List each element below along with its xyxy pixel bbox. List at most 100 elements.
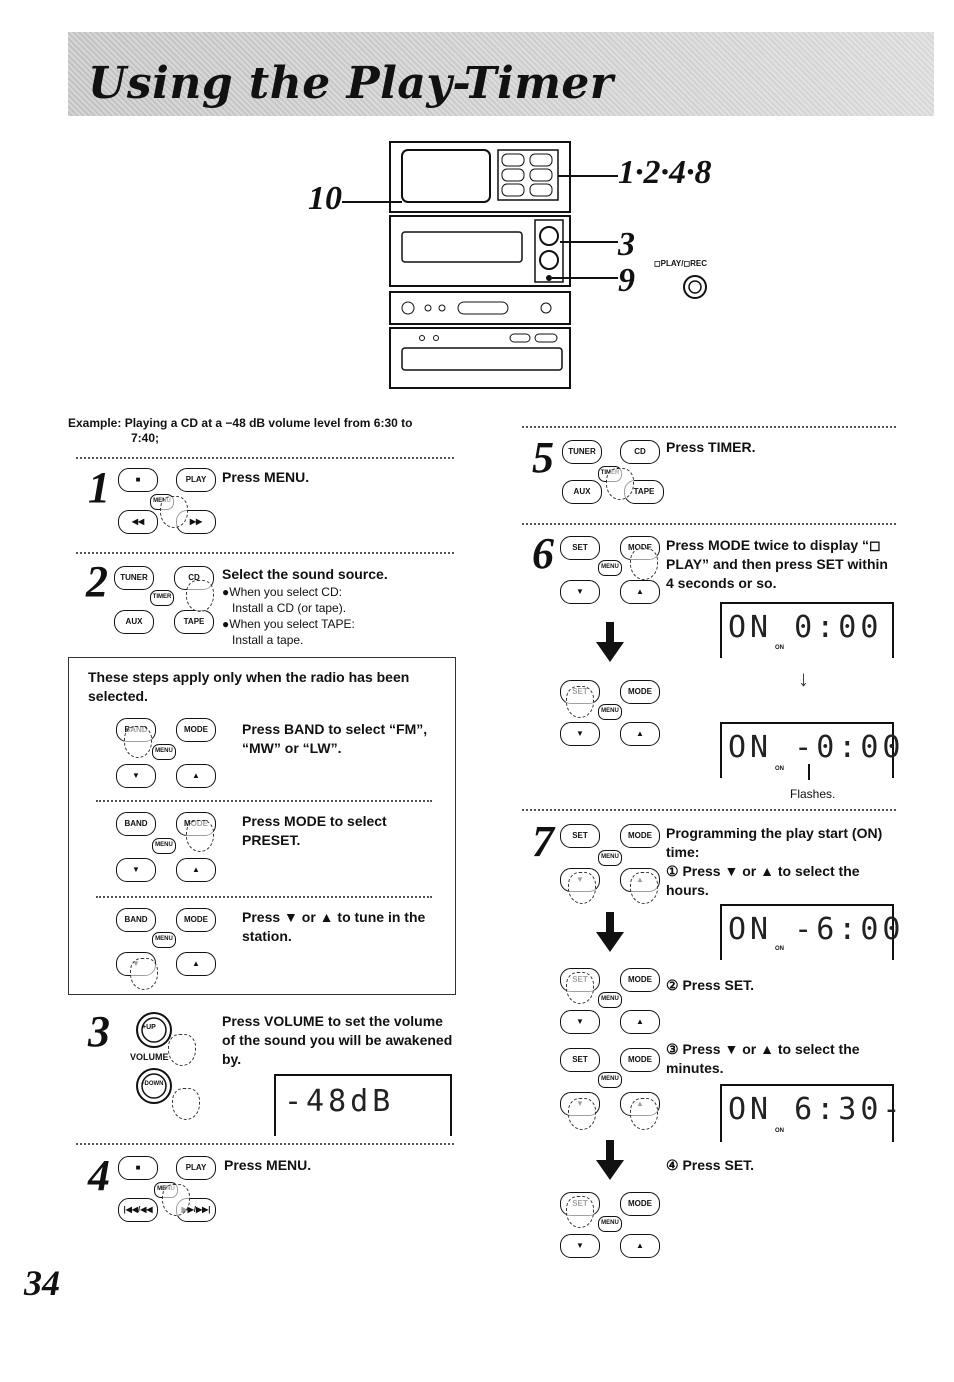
flashes-label: Flashes. — [790, 787, 836, 801]
down-button[interactable]: ▼ — [116, 858, 156, 882]
pressing-hand-icon — [568, 872, 596, 904]
pressing-hand-icon — [630, 872, 658, 904]
page-number: 34 — [24, 1263, 60, 1303]
menu-button[interactable]: MENU — [598, 850, 622, 866]
divider — [522, 426, 896, 428]
aux-button[interactable]: AUX — [562, 480, 602, 504]
down-button[interactable]: ▼ — [116, 764, 156, 788]
step-7-number: 7 — [532, 817, 554, 866]
divider — [76, 1143, 454, 1145]
mode-button[interactable]: MODE — [176, 908, 216, 932]
step-2-note-3: ●When you select TAPE: — [222, 617, 355, 631]
menu-button[interactable]: MENU — [152, 932, 176, 948]
volume-up-label: +UP — [142, 1024, 156, 1031]
arrow-down-icon — [596, 932, 624, 952]
thin-arrow-down-icon: ↓ — [798, 666, 809, 691]
menu-button[interactable]: MENU — [152, 744, 176, 760]
mode-button[interactable]: MODE — [620, 1192, 660, 1216]
volume-up-button-icon[interactable] — [134, 1010, 174, 1050]
step-4-text: Press MENU. — [224, 1157, 312, 1173]
down-button[interactable]: ▼ — [560, 580, 600, 604]
play-button[interactable]: PLAY — [176, 468, 216, 492]
flash-pointer-line — [808, 764, 810, 780]
step-2-notes: ●When you select CD: Install a CD (or ta… — [222, 584, 442, 648]
band-button[interactable]: BAND — [116, 908, 156, 932]
volume-down-button-icon[interactable] — [134, 1066, 174, 1106]
header-banner-fade — [68, 32, 934, 116]
menu-button[interactable]: MENU — [598, 992, 622, 1008]
radio-step-b: Press MODE to select PRESET. — [242, 813, 387, 848]
step-7-text: Programming the play start (ON) time: — [666, 825, 883, 860]
step-3-number: 3 — [88, 1007, 110, 1056]
volume-lcd-display — [274, 1074, 452, 1136]
on-indicator: ON — [775, 766, 784, 772]
mode-button[interactable]: MODE — [620, 680, 660, 704]
mode-button[interactable]: MODE — [620, 1048, 660, 1072]
step-2-note-2: Install a CD (or tape). — [232, 601, 347, 615]
down-button[interactable]: ▼ — [560, 1010, 600, 1034]
pressing-hand-icon — [130, 958, 158, 990]
up-button[interactable]: ▲ — [176, 764, 216, 788]
aux-button[interactable]: AUX — [114, 610, 154, 634]
on-indicator: ON — [775, 1128, 784, 1134]
timer-button[interactable]: TIMER — [150, 590, 174, 606]
tape-button[interactable]: TAPE — [174, 610, 214, 634]
volume-down-label: −DOWN — [141, 1081, 164, 1087]
radio-step-c: Press ▼ or ▲ to tune in the station. — [242, 909, 426, 944]
step-7-sub2: ② Press SET. — [666, 977, 755, 993]
tuner-button[interactable]: TUNER — [114, 566, 154, 590]
pressing-hand-icon — [630, 1098, 658, 1130]
mode-button[interactable]: MODE — [620, 824, 660, 848]
set-button[interactable]: SET — [560, 536, 600, 560]
divider — [522, 523, 896, 525]
step-1-number: 1 — [88, 463, 110, 512]
mode-button[interactable]: MODE — [620, 968, 660, 992]
pressing-hand-icon — [168, 1034, 196, 1066]
pressing-hand-icon — [160, 496, 188, 528]
up-button[interactable]: ▲ — [620, 1010, 660, 1034]
divider — [76, 552, 454, 554]
lcd-display-hours — [720, 904, 894, 960]
menu-button[interactable]: MENU — [598, 704, 622, 720]
tuner-button[interactable]: TUNER — [562, 440, 602, 464]
pressing-hand-icon — [172, 1088, 200, 1120]
down-button[interactable]: ▼ — [560, 1234, 600, 1258]
on-indicator: ON — [775, 946, 784, 952]
mode-button[interactable]: MODE — [176, 718, 216, 742]
arrow-down-icon — [606, 1140, 614, 1162]
menu-button[interactable]: MENU — [598, 560, 622, 576]
up-button[interactable]: ▲ — [620, 722, 660, 746]
lcd-text: ON 0:00 — [728, 610, 883, 645]
up-button[interactable]: ▲ — [620, 580, 660, 604]
up-button[interactable]: ▲ — [176, 952, 216, 976]
menu-button[interactable]: MENU — [598, 1072, 622, 1088]
play-button[interactable]: PLAY — [176, 1156, 216, 1180]
up-button[interactable]: ▲ — [176, 858, 216, 882]
menu-button[interactable]: MENU — [598, 1216, 622, 1232]
rewind-button[interactable]: ◀◀ — [118, 510, 158, 534]
callout-lines-right — [560, 175, 618, 279]
down-button[interactable]: ▼ — [560, 722, 600, 746]
band-button[interactable]: BAND — [116, 812, 156, 836]
step-2-text: Select the sound source. — [222, 566, 388, 582]
menu-button[interactable]: MENU — [152, 838, 176, 854]
set-button[interactable]: SET — [560, 824, 600, 848]
set-button[interactable]: SET — [560, 1048, 600, 1072]
step-7-sub4: ④ Press SET. — [666, 1157, 755, 1173]
pressing-hand-icon — [566, 972, 594, 1004]
stereo-unit-illustration — [380, 141, 580, 389]
arrow-down-icon — [606, 622, 614, 644]
pressing-hand-icon — [566, 686, 594, 718]
play-rec-label: ◻PLAY/◻REC — [654, 259, 707, 268]
step-1-text: Press MENU. — [222, 469, 310, 485]
step-6-text: Press MODE twice to display “◻ PLAY” and… — [666, 537, 888, 591]
lcd-text: ON -6:00 — [728, 912, 905, 947]
up-button[interactable]: ▲ — [620, 1234, 660, 1258]
volume-lcd-text: -48dB — [284, 1084, 395, 1119]
volume-label: VOLUME — [130, 1052, 169, 1062]
stop-button[interactable]: ■ — [118, 468, 158, 492]
cd-button[interactable]: CD — [620, 440, 660, 464]
stop-button[interactable]: ■ — [118, 1156, 158, 1180]
prev-button[interactable]: |◀◀/◀◀ — [118, 1198, 158, 1222]
play-rec-button-icon[interactable] — [680, 272, 710, 302]
